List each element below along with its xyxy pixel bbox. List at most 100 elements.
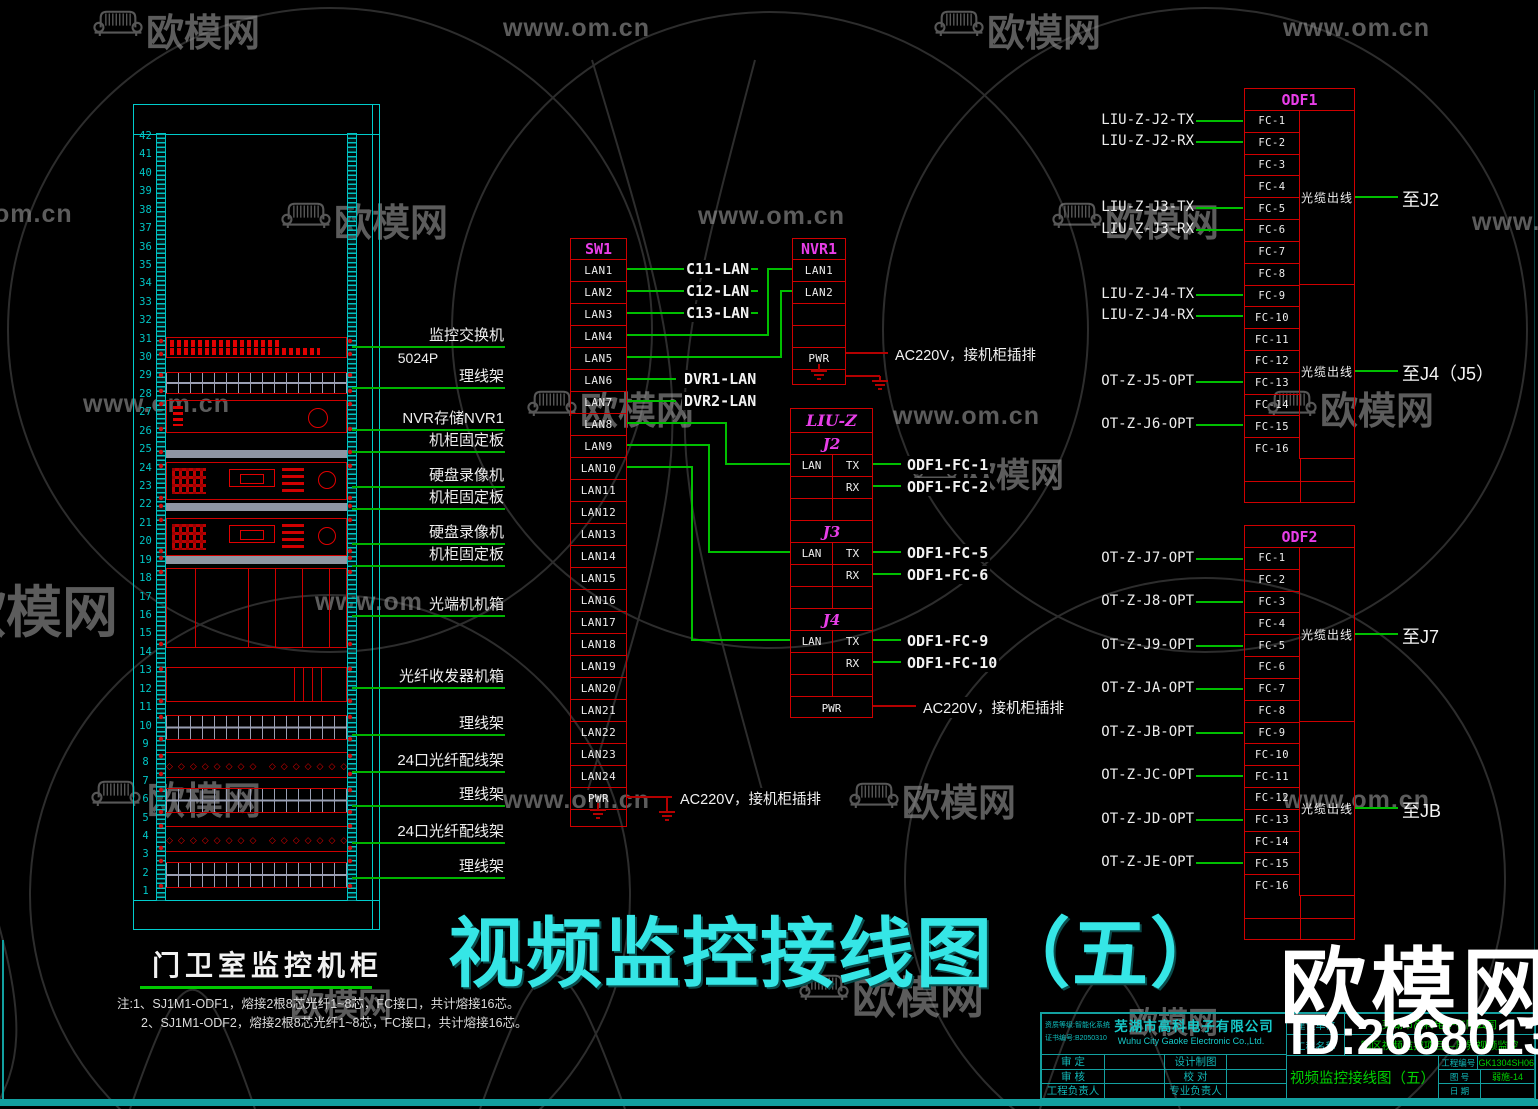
sw1-port: LAN17 — [571, 611, 626, 633]
liu-z-j3-tx: TX — [832, 543, 872, 564]
odf1-port: FC-16 — [1245, 437, 1299, 459]
rack-label-leader — [352, 771, 505, 773]
title-block: 资质等级:智能化系统 证书编号:B2050310 芜湖市高科电子有限公司 Wuh… — [1040, 1012, 1536, 1100]
liu-z-group-j4: J4 — [791, 608, 872, 630]
odf1-title: ODF1 — [1245, 89, 1354, 111]
odf-in-label: OT-Z-J6-OPT — [1101, 416, 1194, 432]
sw1-port: LAN6 — [571, 369, 626, 391]
rack-fixing-plate — [166, 450, 347, 458]
field-shenhe: 审 核 — [1042, 1068, 1104, 1084]
odf-in-label: OT-Z-JA-OPT — [1101, 680, 1194, 696]
odf1-port: FC-6 — [1245, 219, 1299, 241]
rack-title: 门卫室监控机柜 — [152, 950, 384, 981]
odf-in-label: OT-Z-J7-OPT — [1101, 550, 1194, 566]
rack-optical-terminal-chassis — [166, 568, 347, 648]
rack-label: 24口光纤配线架 — [397, 752, 504, 769]
field-sheji: 设计制图 — [1164, 1054, 1226, 1069]
cable-label-c11: C11-LAN — [684, 260, 752, 278]
rack-cable-manager — [166, 715, 347, 740]
rack-label: 光纤收发器机箱 — [398, 668, 504, 685]
odf2-port: FC-12 — [1245, 786, 1299, 809]
cable-label-dvr1: DVR1-LAN — [682, 370, 759, 388]
rack-unit-number: 31 — [139, 332, 152, 345]
rack-label-leader — [352, 429, 505, 431]
odf1-port: FC-4 — [1245, 175, 1299, 197]
rack-unit-number: 28 — [139, 387, 152, 400]
sw1-port: LAN14 — [571, 545, 626, 567]
field-zyfzr: 专业负责人 — [1164, 1083, 1226, 1098]
odf2-port: FC-11 — [1245, 765, 1299, 787]
sw1-port: LAN5 — [571, 347, 626, 369]
odf-in-label: LIU-Z-J3-TX — [1101, 199, 1194, 215]
value-jsdw: 芜湖市高科电子有限公司 — [1381, 1018, 1498, 1031]
sw1-port: PWR — [571, 787, 626, 809]
value-tuhao: 弱施-14 — [1491, 1072, 1523, 1082]
rack-label-leader — [352, 734, 505, 736]
rack-label: 光端机机箱 — [428, 596, 504, 613]
rack-unit-number: 26 — [139, 424, 152, 437]
sw1-port: LAN20 — [571, 677, 626, 699]
liu-z-j4-rx: RX — [832, 653, 872, 674]
rack-label: 24口光纤配线架 — [397, 823, 504, 840]
nvr1-port: LAN2 — [793, 281, 845, 303]
sw1-port: LAN8 — [571, 413, 626, 435]
liu-z-j4-tx: TX — [832, 631, 872, 652]
rack-unit-number: 14 — [139, 645, 152, 658]
odf1-out-bottom-label: 至J4（J5） — [1402, 364, 1495, 384]
rack-label-leader — [352, 543, 505, 545]
odf2-port: FC-3 — [1245, 590, 1299, 613]
liu-z-power-note: AC220V，接机柜插排 — [921, 697, 1067, 718]
odf1-port: FC-1 — [1258, 115, 1286, 128]
value-gcmc: 园区视频监控项目—周界视频监控 — [1360, 1039, 1519, 1052]
rack-unit-number: 18 — [139, 572, 152, 585]
note-line-1: 注:1、SJ1M1-ODF1，熔接2根8芯光纤1~8芯，FC接口，共计熔接16芯… — [117, 997, 520, 1011]
rack-label-leader — [352, 805, 505, 807]
sw1-port: LAN11 — [571, 479, 626, 501]
odf-in-label: OT-Z-JE-OPT — [1101, 854, 1194, 870]
value-shending — [1104, 1054, 1164, 1069]
note-line-2: 2、SJ1M1-ODF2，熔接2根8芯光纤1~8芯，FC接口，共计熔接16芯。 — [141, 1016, 528, 1030]
rack-fiber-patch-panel: ◇◇◇◇◇◇◇◇ ◇◇◇◇◇◇◇◇ ◇◇◇◇◇◇◇ — [166, 826, 347, 852]
rack-label-leader — [352, 508, 505, 510]
sheet-right-border — [1534, 90, 1535, 1100]
field-tuhao: 图 号 — [1439, 1070, 1481, 1083]
rack-unit-number: 2 — [142, 866, 149, 879]
rack-rail-right — [347, 133, 357, 901]
odf1-port: FC-2 — [1245, 131, 1299, 154]
odf2-port: FC-5 — [1245, 634, 1299, 656]
rack-unit-number: 3 — [142, 848, 149, 861]
sw1-port: LAN19 — [571, 655, 626, 677]
odf2-port: FC-2 — [1245, 568, 1299, 591]
sw1-port: LAN9 — [571, 435, 626, 457]
odf-in-label: OT-Z-J8-OPT — [1101, 593, 1194, 609]
title-block-right: 建设单位 芜湖市高科电子有限公司 工程名称 园区视频监控项目—周界视频监控 视频… — [1287, 1014, 1534, 1098]
sw1-port: LAN12 — [571, 501, 626, 523]
odf1-out-top-label: 至J2 — [1402, 190, 1440, 210]
rack-unit-number: 32 — [139, 314, 152, 327]
rack-dvr-1 — [166, 462, 347, 500]
nvr1-title: NVR1 — [800, 240, 838, 258]
sw1-port: LAN15 — [571, 567, 626, 589]
odf2-out-bottom-label: 至JB — [1402, 801, 1442, 821]
rack-label: 理线架 — [458, 368, 504, 385]
odf1-port: FC-9 — [1245, 284, 1299, 307]
value-sheji — [1226, 1054, 1286, 1069]
odf2-port: FC-10 — [1245, 743, 1299, 765]
odf1-port: FC-8 — [1245, 262, 1299, 285]
value-shenhe — [1104, 1068, 1164, 1084]
odf-in-label: OT-Z-J5-OPT — [1101, 373, 1194, 389]
liu-z-cell — [832, 675, 872, 696]
rack-nvr-device — [166, 400, 347, 433]
liu-z-j2-lan: LAN — [801, 459, 822, 472]
odf-in-label: OT-Z-J9-OPT — [1101, 637, 1194, 653]
rack-label-leader — [352, 387, 505, 389]
rack-unit-number: 23 — [139, 480, 152, 493]
liu-z-title: LIU-Z — [806, 411, 857, 430]
rack-unit-number: 40 — [139, 166, 152, 179]
nvr1-port: LAN1 — [793, 259, 845, 281]
odf2-port: FC-9 — [1245, 721, 1299, 744]
sw1-power-note: AC220V，接机柜插排 — [678, 788, 824, 809]
